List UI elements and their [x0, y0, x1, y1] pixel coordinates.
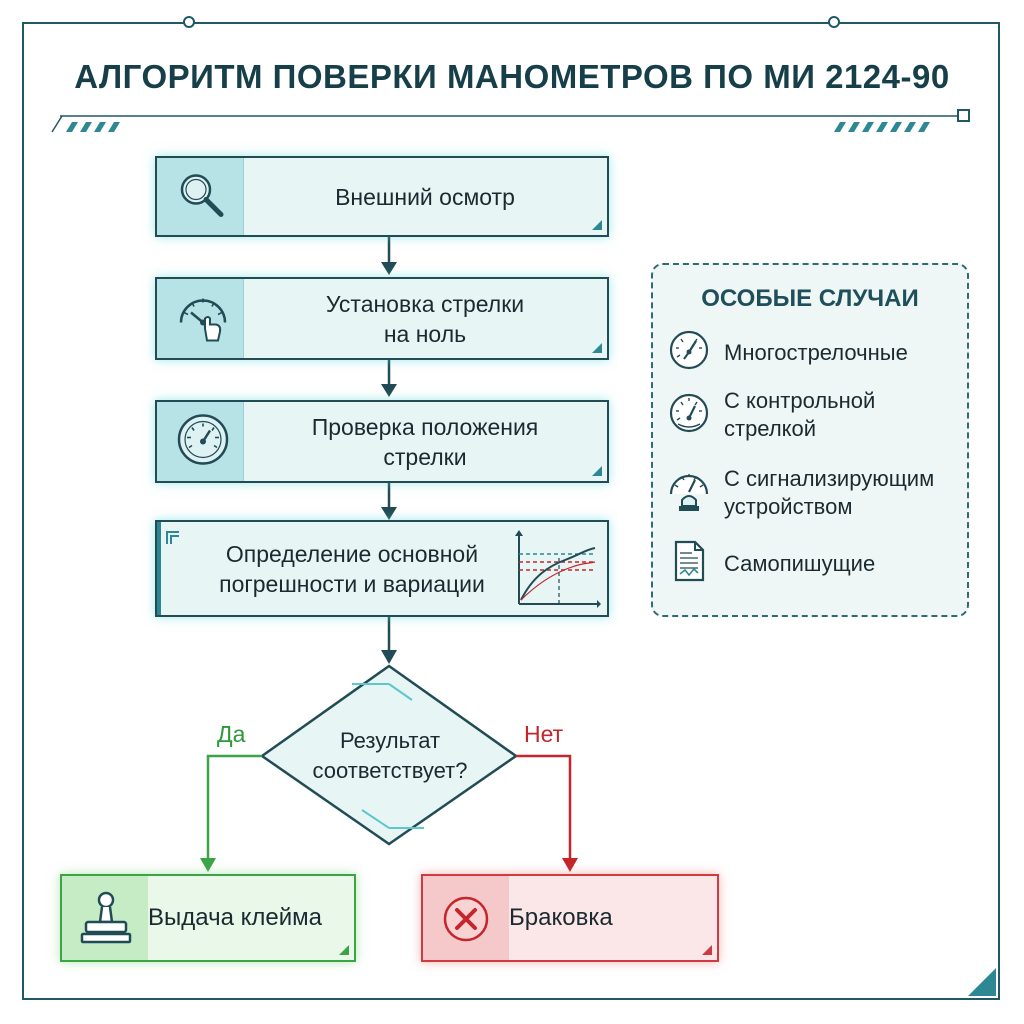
- signal-gauge-icon: [668, 468, 710, 519]
- graph-icon: [513, 530, 601, 615]
- special-case-item[interactable]: С сигнализирующим устройством: [668, 465, 934, 521]
- step-needle-check[interactable]: Проверка положения стрелки: [155, 400, 609, 483]
- stamp-icon: [78, 890, 134, 955]
- special-case-label: Многострелочные: [724, 339, 908, 365]
- branch-yes-label: Да: [217, 721, 246, 747]
- magnifier-icon: [175, 168, 227, 225]
- outcome-rejection[interactable]: Браковка: [421, 874, 719, 962]
- special-case-label: Самопишущие: [724, 550, 876, 576]
- special-case-item[interactable]: Многострелочные: [668, 329, 908, 376]
- outcome-label: Выдача клейма: [148, 904, 322, 931]
- decision-question: Результат соответствует?: [312, 728, 468, 783]
- decision-diamond: [259, 664, 519, 846]
- title-underline: [51, 109, 970, 133]
- recorder-document-icon: [668, 539, 710, 588]
- step-label: Установка стрелки на ноль: [325, 290, 525, 347]
- special-case-item[interactable]: Самопишущие: [668, 539, 875, 588]
- reject-x-icon: [441, 894, 491, 949]
- control-needle-gauge-icon: [668, 392, 710, 439]
- special-case-label: С контрольной стрелкой: [724, 388, 876, 441]
- step-visual-inspection[interactable]: Внешний осмотр: [155, 156, 609, 237]
- step-error-determination[interactable]: Определение основной погрешности и вариа…: [155, 520, 609, 617]
- special-cases-title: ОСОБЫЕ СЛУЧАИ: [701, 285, 919, 312]
- gauge-hand-icon: [175, 288, 231, 349]
- branch-no-label: Нет: [524, 721, 564, 747]
- page-title: АЛГОРИТМ ПОВЕРКИ МАНОМЕТРОВ ПО МИ 2124-9…: [74, 58, 950, 95]
- outer-frame: [22, 22, 1000, 1000]
- corner-bracket-icon: [166, 531, 179, 544]
- step-label: Определение основной погрешности и вариа…: [219, 540, 485, 597]
- special-case-item[interactable]: С контрольной стрелкой: [668, 387, 875, 443]
- multi-needle-gauge-icon: [668, 329, 710, 376]
- gauge-icon: [175, 411, 231, 472]
- step-label: Проверка положения стрелки: [311, 413, 539, 470]
- special-case-label: С сигнализирующим устройством: [724, 466, 935, 519]
- outcome-label: Браковка: [509, 904, 613, 931]
- step-zero-setting[interactable]: Установка стрелки на ноль: [155, 277, 609, 360]
- outcome-stamp-issue[interactable]: Выдача клейма: [60, 874, 356, 962]
- special-cases-panel: ОСОБЫЕ СЛУЧАИ Многострелочные: [651, 263, 969, 617]
- step-label: Внешний осмотр: [335, 183, 515, 210]
